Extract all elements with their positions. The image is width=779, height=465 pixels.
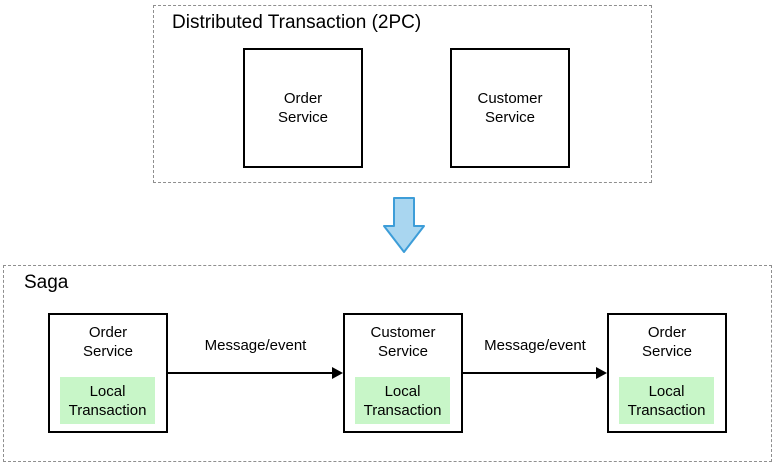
order-service-box-2pc: Order Service (243, 48, 363, 168)
arrow-head-icon (332, 367, 343, 379)
down-block-arrow-icon (383, 197, 425, 253)
service-label: Order Service (641, 324, 693, 360)
arrow-head-icon (596, 367, 607, 379)
saga-order-service-box-1: Order Service Local Transaction (48, 313, 168, 433)
local-transaction-box: Local Transaction (355, 377, 450, 424)
saga-section-title: Saga (24, 272, 69, 293)
arrow-line (463, 372, 599, 374)
local-transaction-box: Local Transaction (619, 377, 714, 424)
message-event-label: Message/event (204, 337, 307, 354)
saga-section: Saga Order Service Local Transaction Mes… (3, 265, 772, 462)
message-event-label: Message/event (484, 337, 586, 354)
local-transaction-box: Local Transaction (60, 377, 155, 424)
arrow-line (168, 372, 335, 374)
saga-customer-service-box: Customer Service Local Transaction (343, 313, 463, 433)
service-label: Order Service (277, 90, 329, 126)
saga-order-service-box-2: Order Service Local Transaction (607, 313, 727, 433)
service-label: Order Service (82, 324, 134, 360)
2pc-section-title: Distributed Transaction (2PC) (172, 12, 422, 33)
customer-service-box-2pc: Customer Service (450, 48, 570, 168)
down-arrow-shape (383, 197, 425, 253)
service-label: Customer Service (477, 90, 543, 126)
distributed-transaction-2pc-section: Distributed Transaction (2PC) Order Serv… (153, 5, 652, 183)
service-label: Customer Service (370, 324, 436, 360)
